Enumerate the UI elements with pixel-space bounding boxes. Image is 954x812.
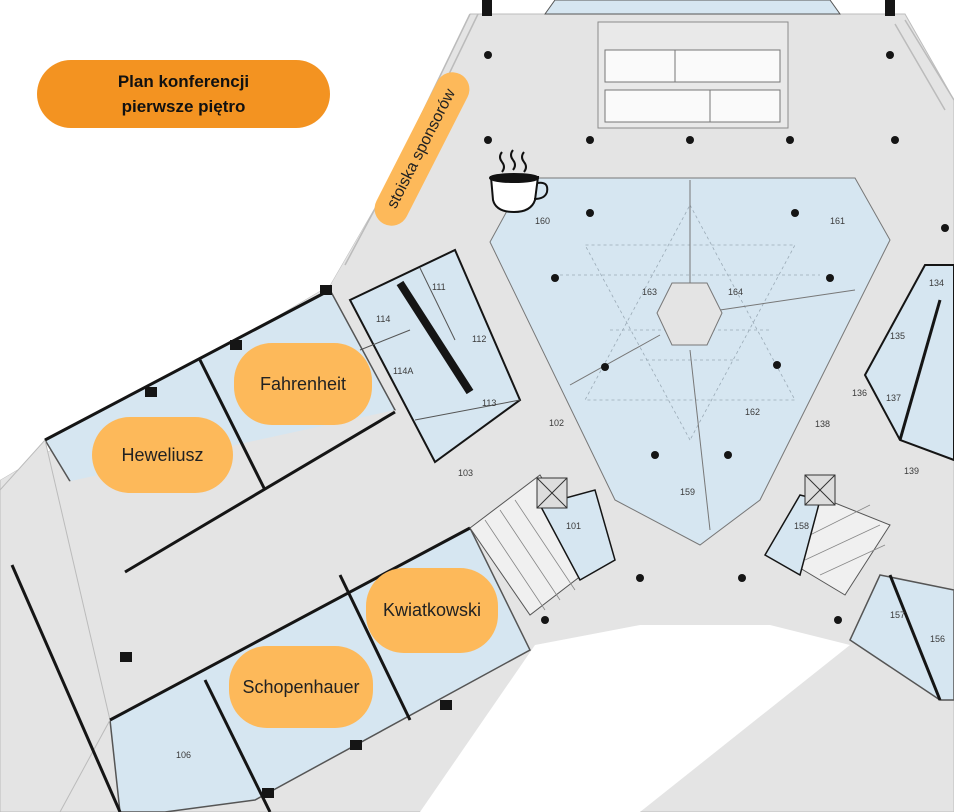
room-138-number: 138 (815, 419, 830, 429)
room-102-number: 102 (549, 418, 564, 428)
room-111-number: 111 (432, 282, 446, 292)
stair-101 (469, 474, 616, 616)
room-101-number: 101 (566, 521, 581, 531)
room-135-number: 135 (890, 331, 905, 341)
room-160-number: 160 (535, 216, 550, 226)
room-136-number: 136 (852, 388, 867, 398)
room-114a-number: 114A (393, 366, 413, 376)
structural-columns (484, 51, 949, 624)
right-wing (763, 264, 954, 701)
room-156-number: 156 (930, 634, 945, 644)
room-163-number: 163 (642, 287, 657, 297)
room-134-number: 134 (929, 278, 944, 288)
room-159-number: 159 (680, 487, 695, 497)
room-114-number: 114 (376, 314, 390, 324)
top-staircase (482, 0, 895, 129)
rooms-111-114 (348, 248, 522, 464)
room-113-number: 113 (482, 398, 496, 408)
room-158-number: 158 (794, 521, 809, 531)
room-157-number: 157 (890, 610, 905, 620)
central-hall (489, 177, 891, 546)
room-112-number: 112 (472, 334, 486, 344)
room-162-number: 162 (745, 407, 760, 417)
room-label-kwiatkowski: Kwiatkowski (366, 568, 498, 653)
room-164-number: 164 (728, 287, 743, 297)
room-137-number: 137 (886, 393, 901, 403)
room-numbers: 160 161 163 164 162 159 111 114 112 114A… (176, 216, 945, 760)
room-label-fahrenheit: Fahrenheit (234, 343, 372, 425)
room-106-number: 106 (176, 750, 191, 760)
room-label-heweliusz: Heweliusz (92, 417, 233, 493)
room-139-number: 139 (904, 466, 919, 476)
room-label-schopenhauer: Schopenhauer (229, 646, 373, 728)
room-103-number: 103 (458, 468, 473, 478)
plan-title-line2: pierwsze piętro (121, 97, 246, 116)
room-161-number: 161 (830, 216, 845, 226)
plan-title-line1: Plan konferencji (117, 72, 250, 91)
plan-title: Plan konferencji pierwsze piętro (37, 60, 330, 128)
coffee-cup-icon (489, 149, 549, 214)
